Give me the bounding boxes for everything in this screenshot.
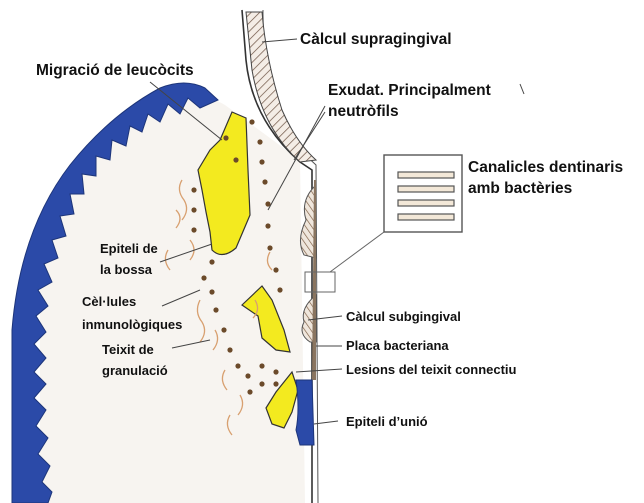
label-canalicles-line2: amb bactèries xyxy=(468,180,572,197)
label-exudat-line2: neutròfils xyxy=(328,103,399,120)
label-lesions-teixit: Lesions del teixit connectiu xyxy=(346,362,517,377)
label-placa-bacteriana: Placa bacteriana xyxy=(346,338,449,353)
label-epiteli-bossa-line2: la bossa xyxy=(100,262,153,277)
label-cellules-line2: inmunològiques xyxy=(82,317,182,332)
label-teixit-line2: granulació xyxy=(102,363,168,378)
label-migracio-leucocits: Migració de leucòcits xyxy=(36,62,194,79)
label-epiteli-bossa-line1: Epiteli de xyxy=(100,241,158,256)
label-teixit-line1: Teixit de xyxy=(102,342,154,357)
label-epiteli-unio: Epiteli d’unió xyxy=(346,414,428,429)
label-calcul-subgingival: Càlcul subgingival xyxy=(346,309,461,324)
label-cellules-line1: Cèl·lules xyxy=(82,294,136,309)
label-calcul-supragingival: Càlcul supragingival xyxy=(300,31,452,48)
label-exudat-line1: Exudat. Principalment xyxy=(328,82,491,99)
label-canalicles-line1: Canalicles dentinaris xyxy=(468,159,623,176)
junctional-epithelium xyxy=(296,380,314,445)
